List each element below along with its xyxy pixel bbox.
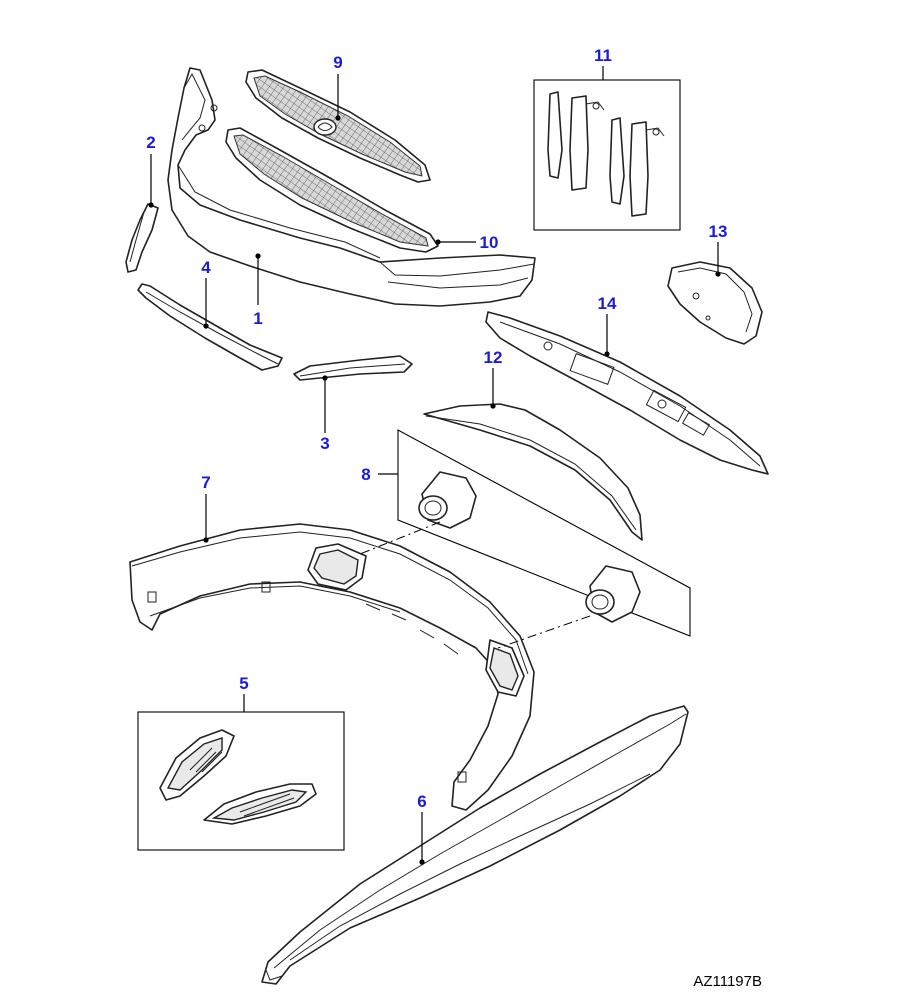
exhaust-finisher-right: [585, 565, 641, 623]
callout-1: 1: [253, 309, 262, 328]
detail-box-clips: [533, 79, 681, 231]
exhaust-finisher-left: [418, 471, 477, 529]
callout-4: 4: [201, 258, 211, 277]
callout-8: 8: [361, 465, 370, 484]
rear-bumper-cover: [129, 523, 535, 811]
side-sill: [261, 705, 689, 985]
callout-10: 10: [480, 233, 499, 252]
callout-2: 2: [146, 133, 155, 152]
lower-trim-strip: [137, 283, 283, 371]
callout-13: 13: [709, 222, 728, 241]
callout-3: 3: [320, 434, 329, 453]
vent-grille-right: [203, 783, 317, 825]
leader-lines: [148, 66, 721, 865]
callout-12: 12: [484, 348, 503, 367]
lower-grille: [225, 127, 439, 253]
corner-trim-strip: [293, 355, 413, 381]
callout-labels: 1 2 3 4 5 6 7 8 9 10 11 12 13 14: [146, 46, 727, 811]
boot-lid-finisher: [485, 311, 769, 475]
upper-grille: [245, 69, 431, 183]
front-bumper-cover: [167, 67, 536, 307]
callout-9: 9: [333, 53, 342, 72]
bracket-left: [125, 203, 159, 273]
detail-box-exhaust: [397, 429, 691, 637]
callout-7: 7: [201, 473, 210, 492]
rear-spoiler: [423, 403, 643, 541]
diagram-reference-code: AZ11197B: [693, 973, 762, 990]
callout-5: 5: [239, 674, 248, 693]
callout-14: 14: [598, 294, 617, 313]
clip-set: [547, 91, 665, 217]
callout-11: 11: [594, 46, 612, 65]
callout-6: 6: [417, 792, 426, 811]
mirror-cover: [667, 261, 763, 345]
detail-box-vents: [137, 711, 345, 851]
vent-grille-left: [159, 729, 235, 801]
